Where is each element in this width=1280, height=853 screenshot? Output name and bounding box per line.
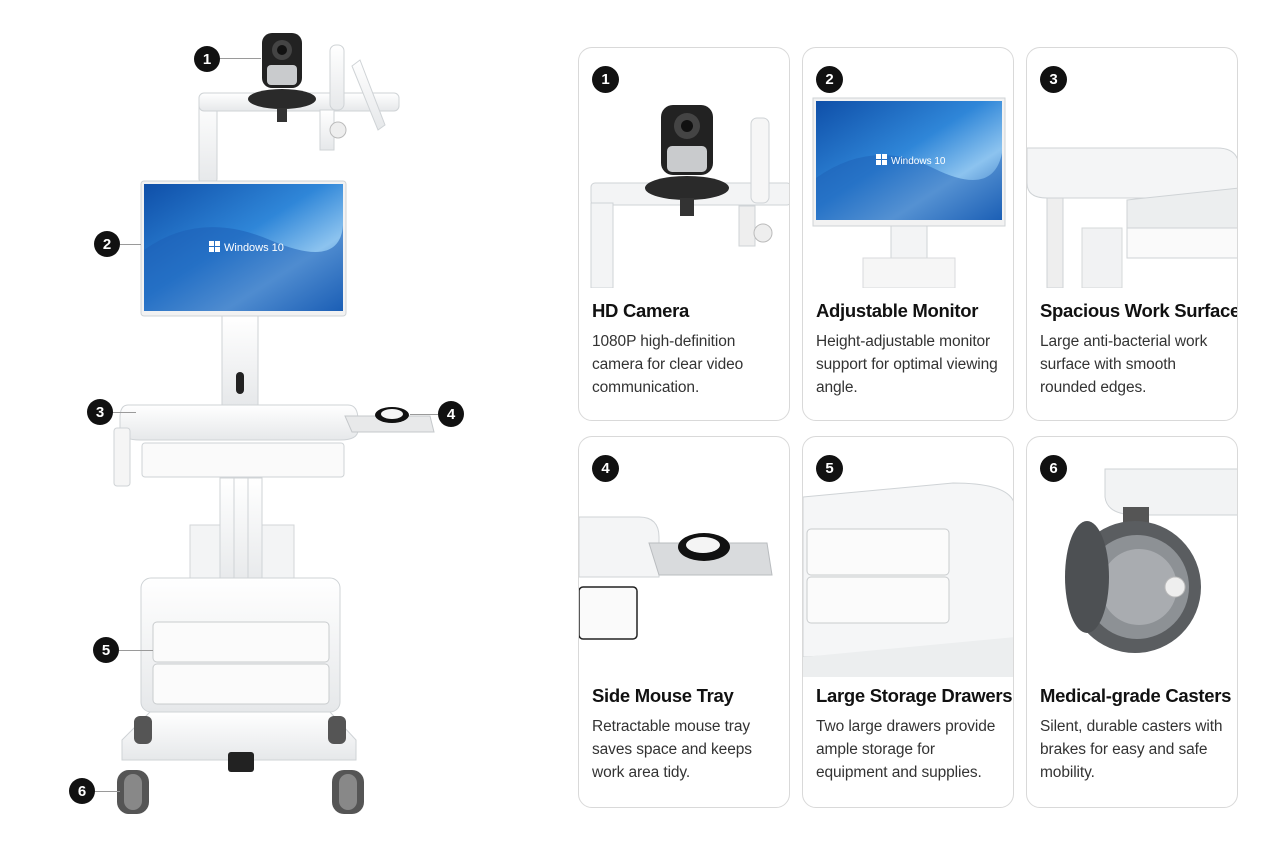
feature-card-hd-camera: 1 HD Camera 1080P high-definition camera…: [578, 47, 790, 421]
screen-label: Windows 10: [224, 242, 284, 254]
caster-icon: [117, 716, 364, 814]
callout-5: 5: [93, 637, 119, 663]
badge-2: 2: [816, 66, 843, 93]
card-description: Retractable mouse tray saves space and k…: [592, 718, 752, 781]
drawers-image: [803, 437, 1013, 677]
monitor-image: Windows 10: [803, 48, 1013, 288]
card-title: Adjustable Monitor: [816, 300, 979, 321]
windows-logo-icon: [209, 241, 220, 252]
feature-card-casters: 6 Medical-grade Casters Silent, durable …: [1026, 436, 1238, 808]
feature-card-adjustable-monitor: Windows 10 2 Adjustable Monitor Height-a…: [802, 47, 1014, 421]
card-description: Silent, durable casters with brakes for …: [1040, 718, 1223, 781]
card-title: Spacious Work Surface: [1040, 300, 1238, 321]
badge-6: 6: [1040, 455, 1067, 482]
work-surface-image: [1027, 48, 1237, 288]
mouse-tray-image: [579, 437, 789, 677]
caster-image: [1027, 437, 1237, 677]
callout-3: 3: [87, 399, 113, 425]
feature-card-work-surface: 3 Spacious Work Surface Large anti-bacte…: [1026, 47, 1238, 421]
feature-card-storage-drawers: 5 Large Storage Drawers Two large drawer…: [802, 436, 1014, 808]
card-description: Large anti-bacterial work surface with s…: [1040, 333, 1208, 396]
badge-3: 3: [1040, 66, 1067, 93]
badge-1: 1: [592, 66, 619, 93]
feature-card-mouse-tray: 4 Side Mouse Tray Retractable mouse tray…: [578, 436, 790, 808]
card-title: HD Camera: [592, 300, 690, 321]
callout-6: 6: [69, 778, 95, 804]
badge-4: 4: [592, 455, 619, 482]
callout-1: 1: [194, 46, 220, 72]
cart-illustration: Windows 10: [0, 0, 560, 853]
card-title: Medical-grade Casters: [1040, 685, 1232, 706]
card-description: 1080P high-definition camera for clear v…: [592, 333, 744, 396]
cart-drawing: Windows 10: [113, 33, 435, 814]
callout-4: 4: [438, 401, 464, 427]
card-description: Height-adjustable monitor support for op…: [816, 333, 998, 396]
card-title: Large Storage Drawers: [816, 685, 1013, 706]
callout-2: 2: [94, 231, 120, 257]
card-description: Two large drawers provide ample storage …: [816, 718, 996, 781]
badge-5: 5: [816, 455, 843, 482]
screen-label-card: Windows 10: [891, 156, 946, 167]
card-title: Side Mouse Tray: [592, 685, 734, 706]
camera-image: [579, 48, 789, 288]
